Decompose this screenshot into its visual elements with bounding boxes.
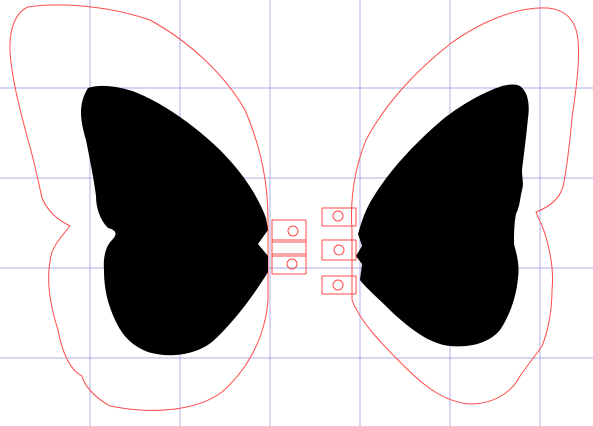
left-tab-bottom — [271, 253, 307, 275]
left-wing-fill — [81, 85, 268, 356]
left-tab-top-hole — [287, 225, 299, 237]
right-tab-bottom-hole — [332, 279, 344, 291]
right-tab-top-hole — [332, 210, 344, 222]
left-tab-bottom-hole — [286, 258, 298, 270]
right-tab-middle-hole — [333, 244, 345, 256]
left-wing-outline — [9, 4, 269, 411]
right-tab-top — [321, 207, 357, 227]
right-wing — [321, 7, 580, 405]
right-wing-fill — [356, 84, 529, 347]
left-tab-middle — [271, 239, 307, 257]
left-wing — [9, 4, 307, 411]
right-tab-bottom — [321, 275, 357, 295]
right-tab-middle — [321, 239, 357, 261]
left-tab-top — [271, 219, 307, 243]
right-wing-outline — [351, 7, 580, 405]
